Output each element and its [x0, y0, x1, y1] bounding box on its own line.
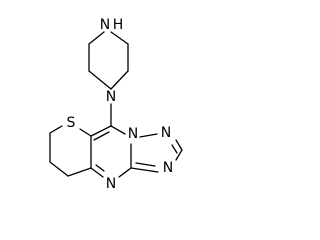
bond-c9a-s	[79, 128, 92, 137]
triazole-ring	[130, 133, 183, 173]
atom-label-piperazine-n: N	[106, 89, 116, 105]
molecule-structure-diagram: N H N S N N N N	[49, 17, 183, 192]
atom-labels: N H N S N N N N	[67, 17, 174, 192]
atom-label-nh-n: N	[100, 17, 110, 33]
atom-label-sulfur: S	[67, 115, 76, 131]
bond-nbridge-c9	[110, 125, 126, 135]
bond-c5a-npyr	[90, 167, 104, 178]
bond-c2t-c3t	[49, 161, 69, 177]
bond-npip-c3	[88, 70, 112, 90]
pyrimidine-ring	[90, 125, 132, 178]
piperazine-ring	[88, 31, 129, 90]
bond-npyr-c3a	[118, 167, 132, 178]
bond-c3t-c5a	[67, 167, 92, 177]
atom-label-pyrimidine-n: N	[106, 176, 116, 192]
atom-label-bridge-n: N	[128, 126, 138, 142]
bond-ntop-c2	[175, 139, 183, 151]
bond-nright-c3a	[130, 167, 159, 173]
bond-nright-c3a-double	[135, 162, 156, 167]
bond-s-c1	[49, 125, 63, 134]
bond-c5a-npyr-double	[95, 164, 105, 172]
bond-c2-npip	[110, 70, 129, 90]
bond-nh-c1	[110, 31, 129, 45]
bond-c9-c9a	[90, 125, 112, 137]
bond-c2-nright	[175, 149, 183, 161]
bond-c9-c9a-double	[93, 131, 110, 141]
bond-ntop-c2-double	[171, 144, 178, 154]
bond-c4-nh	[88, 31, 105, 45]
thiopyran-ring	[49, 125, 92, 177]
bond-nbridge-ntop	[139, 133, 158, 138]
atom-label-triazole-n-right: N	[163, 160, 173, 176]
atom-label-nh-h: H	[113, 17, 124, 33]
atom-label-triazole-n-top: N	[161, 125, 171, 141]
